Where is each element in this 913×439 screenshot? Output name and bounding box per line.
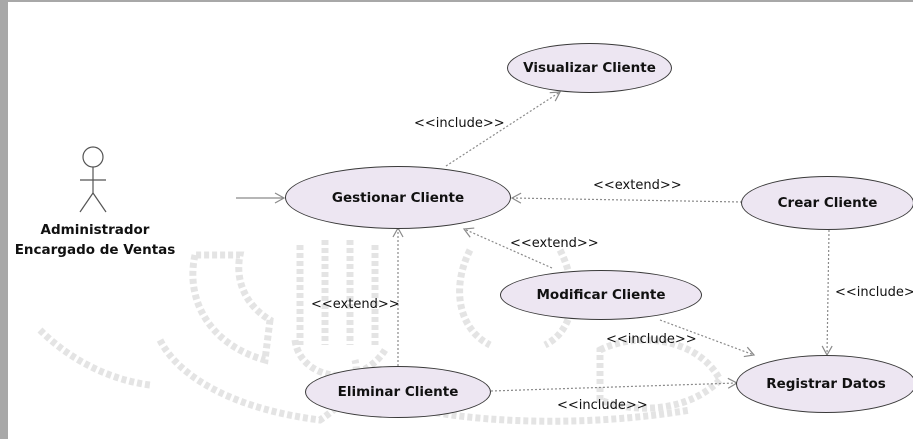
include-modificar-registrar (659, 319, 756, 358)
actor-icon (79, 146, 107, 213)
use-case-registrar-datos[interactable]: Registrar Datos (736, 355, 913, 413)
use-case-eliminar-cliente[interactable]: Eliminar Cliente (305, 366, 491, 418)
extend-modificar-gestionar (462, 227, 553, 269)
label-include-eliminar: <<include>> (557, 398, 648, 413)
label-include-modificar: <<include>> (606, 332, 697, 347)
use-case-modificar-cliente[interactable]: Modificar Cliente (500, 270, 702, 320)
label-include-visualizar: <<include>> (414, 116, 505, 131)
actor-name: Administrador Encargado de Ventas (8, 222, 182, 258)
label-extend-crear: <<extend>> (593, 178, 682, 193)
label-extend-modificar: <<extend>> (510, 236, 599, 251)
label-extend-eliminar: <<extend>> (311, 297, 400, 312)
actor-name-line1: Administrador (40, 222, 150, 238)
actor-name-line2: Encargado de Ventas (14, 242, 176, 258)
include-crear-registrar (821, 229, 833, 357)
extend-crear-gestionar (510, 192, 743, 204)
use-case-crear-cliente[interactable]: Crear Cliente (741, 176, 913, 230)
include-gestionar-visualizar (445, 91, 562, 167)
include-eliminar-registrar (490, 377, 739, 392)
use-case-gestionar-cliente[interactable]: Gestionar Cliente (285, 166, 511, 229)
label-include-crear: <<include> (835, 285, 913, 300)
use-case-visualizar-cliente[interactable]: Visualizar Cliente (507, 43, 672, 93)
